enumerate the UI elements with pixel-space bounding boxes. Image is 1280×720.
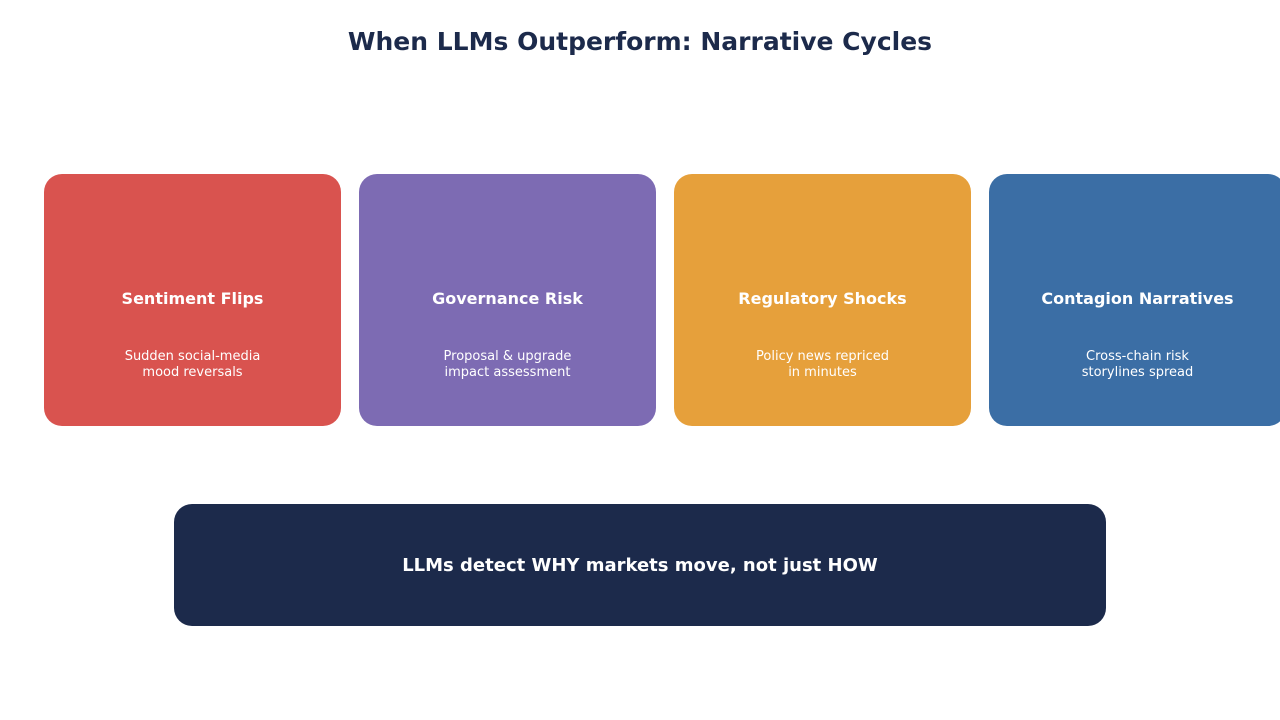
card-governance-risk: Governance Risk Proposal & upgrade impac…	[359, 174, 656, 426]
page-title: When LLMs Outperform: Narrative Cycles	[347, 27, 933, 56]
card-description: Sudden social-media mood reversals	[124, 349, 261, 380]
card-description: Policy news repriced in minutes	[756, 349, 889, 380]
card-title: Contagion Narratives	[1041, 289, 1234, 308]
card-description: Proposal & upgrade impact assessment	[443, 349, 572, 380]
card-sentiment-flips: Sentiment Flips Sudden social-media mood…	[44, 174, 341, 426]
card-description: Cross-chain risk storylines spread	[1081, 349, 1194, 380]
card-title: Sentiment Flips	[121, 289, 264, 308]
card-title: Regulatory Shocks	[738, 289, 907, 308]
card-contagion-narratives: Contagion Narratives Cross-chain risk st…	[989, 174, 1280, 426]
card-title: Governance Risk	[432, 289, 583, 308]
banner-text: LLMs detect WHY markets move, not just H…	[402, 554, 878, 576]
card-regulatory-shocks: Regulatory Shocks Policy news repriced i…	[674, 174, 971, 426]
summary-banner: LLMs detect WHY markets move, not just H…	[174, 504, 1106, 626]
